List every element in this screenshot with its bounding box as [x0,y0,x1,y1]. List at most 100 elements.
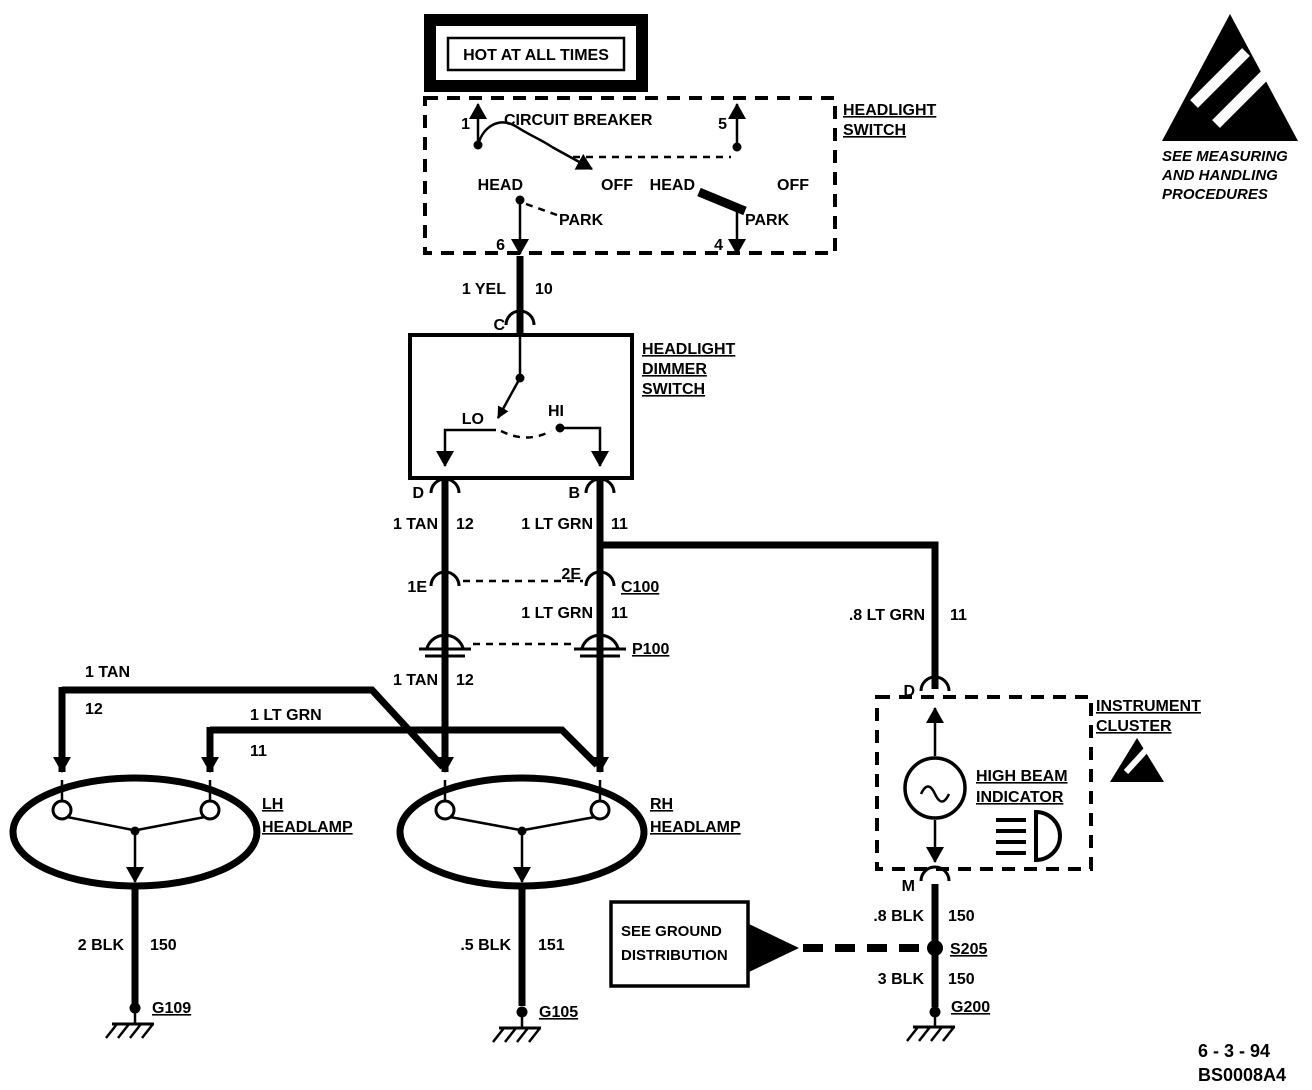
instrument-cluster: D INSTRUMENT CLUSTER HIGH BEAM INDICATOR… [875,675,1201,895]
off-right-label: OFF [777,177,809,194]
park-left-dashed-arm [525,202,558,217]
ground-dist-arrow [749,924,799,972]
wire-label-ltgrn-mid-circuit: 11 [611,605,628,622]
wire-label-ltgrn-mid-gauge: 1 LT GRN [521,605,593,622]
ground-dist-box [609,900,750,988]
esd-warning-note: SEE MEASURING AND HANDLING PROCEDURES [1161,148,1288,203]
bulb-filament [919,785,951,803]
g105-hatch-4 [528,1027,541,1043]
off-left-label: OFF [601,177,633,194]
head-right-label: HEAD [650,177,695,194]
diagram-doc-id: BS0008A4 [1198,1065,1286,1085]
head-left-label: HEAD [478,177,523,194]
p100-label: P100 [632,641,669,658]
lh-left-filament [51,799,73,821]
rh-headlamp: RH HEADLAMP .5 BLK 151 G105 [396,774,741,1043]
wire-ltgrn-branch [210,726,600,768]
headlight-switch-title-2: SWITCH [843,122,906,139]
lo-output-line [436,428,496,467]
wire-label-ltgrn-upper-gauge: 1 LT GRN [521,516,593,533]
g109-hatch-3 [129,1023,142,1039]
cluster-terminal-d-label: D [903,683,915,700]
connector-c-symbol [504,309,536,326]
high-beam-label-2: INDICATOR [976,789,1064,806]
wire-label-ltgrn-upper-circuit: 11 [611,516,628,533]
lh-headlamp-label-2: HEADLAMP [262,819,353,836]
terminal-1-label: 1 [461,116,470,133]
wire-label-blk-lh-gauge: 2 BLK [78,937,125,954]
wire-label-ltgrn-cluster-circuit: 11 [950,607,967,624]
c100-label: C100 [621,579,659,596]
wire-label-blk-rh-gauge: .5 BLK [460,937,511,954]
wire-label-tan-mid-gauge: 1 TAN [393,672,438,689]
lo-label: LO [462,411,484,428]
pin-1e-label: 1E [407,579,427,596]
yellow-feed-wire: 1 YEL 10 C [462,256,553,335]
pin-2e-label: 2E [561,566,581,583]
power-feed-box: HOT AT ALL TIMES [424,14,746,147]
rh-headlamp-label-1: RH [650,796,673,813]
g105-hatch-1 [492,1027,505,1043]
circuit-breaker-symbol [476,121,553,149]
dimmer-outputs: D B 1 TAN 12 1 LT GRN 11 [393,477,628,773]
esd-symbol-small [1110,738,1164,782]
esd-note-3: PROCEDURES [1162,186,1268,203]
c100-pin-2e-symbol [584,570,616,587]
lh-headlamp: LH HEADLAMP 2 BLK 150 G109 [9,774,353,1039]
wire-label-blk-cluster-circuit: 150 [948,908,975,925]
high-beam-bulb [903,756,967,820]
rh-headlamp-label-2: HEADLAMP [650,819,741,836]
instrument-cluster-box [875,695,1093,871]
wire-tan-branch [62,686,446,770]
wire-label-yel-circuit: 10 [535,281,553,298]
s205-splice-dot [927,940,943,956]
dimmer-title-3: SWITCH [642,381,705,398]
terminal-5-contact [732,142,742,152]
g109-hatch-4 [141,1023,154,1039]
ground-dist-label-2: DISTRIBUTION [621,947,728,964]
g200-hatch-3 [930,1026,943,1042]
c100-pin-1e-symbol [429,570,461,587]
esd-note-1: SEE MEASURING [1162,148,1288,165]
cluster-branch-wire: .8 LT GRN 11 [597,541,967,689]
g200-hatch-1 [906,1026,919,1042]
dimmer-title-2: DIMMER [642,361,707,378]
cluster-terminal-m-label: M [902,878,915,895]
wire-label-blk-ground-gauge: 3 BLK [878,971,925,988]
g105-label: G105 [539,1004,578,1021]
g109-hatch-2 [117,1023,130,1039]
wire-label-yel-gauge: 1 YEL [462,281,506,298]
connector-b-symbol [584,477,616,494]
terminal-c-label: C [493,317,505,334]
hi-output-line [560,426,609,467]
headlight-switch-box [423,96,837,255]
wire-label-blk-cluster-gauge: .8 BLK [873,908,924,925]
cluster-connector-d-symbol [919,675,951,692]
p100-left-symbol [425,633,465,649]
g105-hatch-3 [516,1027,529,1043]
connector-d-symbol [429,477,461,494]
wire-label-blk-rh-circuit: 151 [538,937,565,954]
wire-label-tan-upper-gauge: 1 TAN [393,516,438,533]
terminal-4-label: 4 [714,237,723,254]
rh-right-link [523,815,596,832]
connector-p100: P100 1 TAN 12 [393,633,669,689]
p100-right-symbol [580,633,620,649]
wire-label-blk-lh-circuit: 150 [150,937,177,954]
ground-distribution: .8 BLK 150 S205 SEE GROUND DISTRIBUTION … [609,884,990,1042]
cluster-connector-m-symbol [919,865,951,882]
dimmer-title-1: HEADLIGHT [642,341,736,358]
dimmer-dashed-arc [500,429,552,439]
footer: 6 - 3 - 94 BS0008A4 [1198,1041,1286,1085]
terminal-b-label: B [568,485,580,502]
hi-label: HI [548,403,564,420]
g109-label: G109 [152,1000,191,1017]
esd-note-2: AND HANDLING [1161,167,1278,184]
park-right-label: PARK [745,212,790,229]
breaker-arm-arrow [551,145,593,171]
circuit-breaker-label: CIRCUIT BREAKER [504,112,653,129]
high-beam-label-1: HIGH BEAM [976,768,1068,785]
wire-label-ltgrn-branch-gauge: 1 LT GRN [250,707,322,724]
hot-box-inner [446,36,626,72]
wire-label-tan-branch-circuit: 12 [85,701,103,718]
